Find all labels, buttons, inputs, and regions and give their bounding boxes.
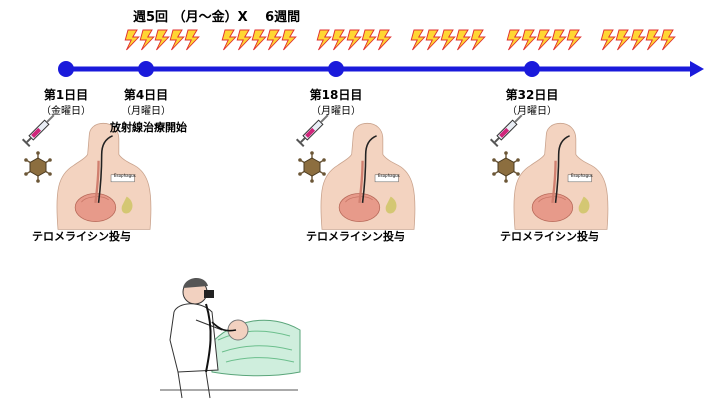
lightning-bolt-icon xyxy=(549,29,568,51)
esophagus-tag: Esophagus xyxy=(114,173,136,178)
lightning-bolt-icon xyxy=(279,29,298,51)
milestone-day-label: 第32日目 xyxy=(505,88,559,102)
milestone-marker xyxy=(328,61,344,77)
milestone-day-label: 第1日目 xyxy=(43,88,89,102)
virus-icon xyxy=(491,150,521,184)
lightning-bolt-icon xyxy=(643,29,662,51)
lightning-bolt-icon xyxy=(598,29,617,51)
lightning-bolt-icon xyxy=(658,29,677,51)
lightning-bolt-icon xyxy=(374,29,393,51)
milestone-weekday-label: （金曜日） xyxy=(41,106,91,117)
lightning-bolt-icon xyxy=(329,29,348,51)
lightning-bolt-icon xyxy=(453,29,472,51)
telomelysin-caption: テロメライシン投与 xyxy=(306,230,405,243)
lightning-bolt-icon xyxy=(408,29,427,51)
lightning-bolt-icon xyxy=(122,29,141,51)
lightning-bolt-icon xyxy=(314,29,333,51)
milestone-weekday-label: （月曜日） xyxy=(121,106,171,117)
lightning-bolt-icon xyxy=(628,29,647,51)
lightning-bolt-icon xyxy=(344,29,363,51)
lightning-bolt-icon xyxy=(534,29,553,51)
lightning-bolt-icon xyxy=(519,29,538,51)
milestone-marker xyxy=(524,61,540,77)
telomelysin-caption: テロメライシン投与 xyxy=(500,230,599,243)
esophagus-tag: Esophagus xyxy=(378,173,400,178)
milestone-day-label: 第18日目 xyxy=(309,88,363,102)
lightning-bolt-icon xyxy=(182,29,201,51)
lightning-bolt-icon xyxy=(359,29,378,51)
lightning-bolt-icon xyxy=(234,29,253,51)
lightning-bolt-icon xyxy=(167,29,186,51)
lightning-bolt-icon xyxy=(438,29,457,51)
lightning-bolt-icon xyxy=(468,29,487,51)
esophagus-tag: Esophagus xyxy=(571,173,593,178)
timeline-arrowhead xyxy=(690,61,704,77)
virus-icon xyxy=(23,150,53,184)
lightning-bolt-icon xyxy=(152,29,171,51)
radiation-bolts xyxy=(122,29,677,51)
lightning-bolt-icon xyxy=(264,29,283,51)
milestone-marker xyxy=(58,61,74,77)
virus-icon xyxy=(297,150,327,184)
lightning-bolt-icon xyxy=(249,29,268,51)
telomelysin-caption: テロメライシン投与 xyxy=(32,230,131,243)
lightning-bolt-icon xyxy=(423,29,442,51)
patient-torso-icon xyxy=(319,122,417,231)
schedule-text: 週5回 （月～金）X 6週間 xyxy=(133,10,301,25)
lightning-bolt-icon xyxy=(137,29,156,51)
endoscopy-doctor-icon xyxy=(160,277,301,399)
lightning-bolt-icon xyxy=(613,29,632,51)
milestone-weekday-label: （月曜日） xyxy=(311,106,361,117)
lightning-bolt-icon xyxy=(219,29,238,51)
milestone-day-label: 第4日目 xyxy=(123,88,169,102)
milestone-weekday-label: （月曜日） xyxy=(507,106,557,117)
patient-torso-icon xyxy=(55,122,153,231)
patient-torso-icon xyxy=(512,122,610,231)
lightning-bolt-icon xyxy=(504,29,523,51)
lightning-bolt-icon xyxy=(564,29,583,51)
milestone-marker xyxy=(138,61,154,77)
radiation-start-note: 放射線治療開始 xyxy=(110,121,187,134)
